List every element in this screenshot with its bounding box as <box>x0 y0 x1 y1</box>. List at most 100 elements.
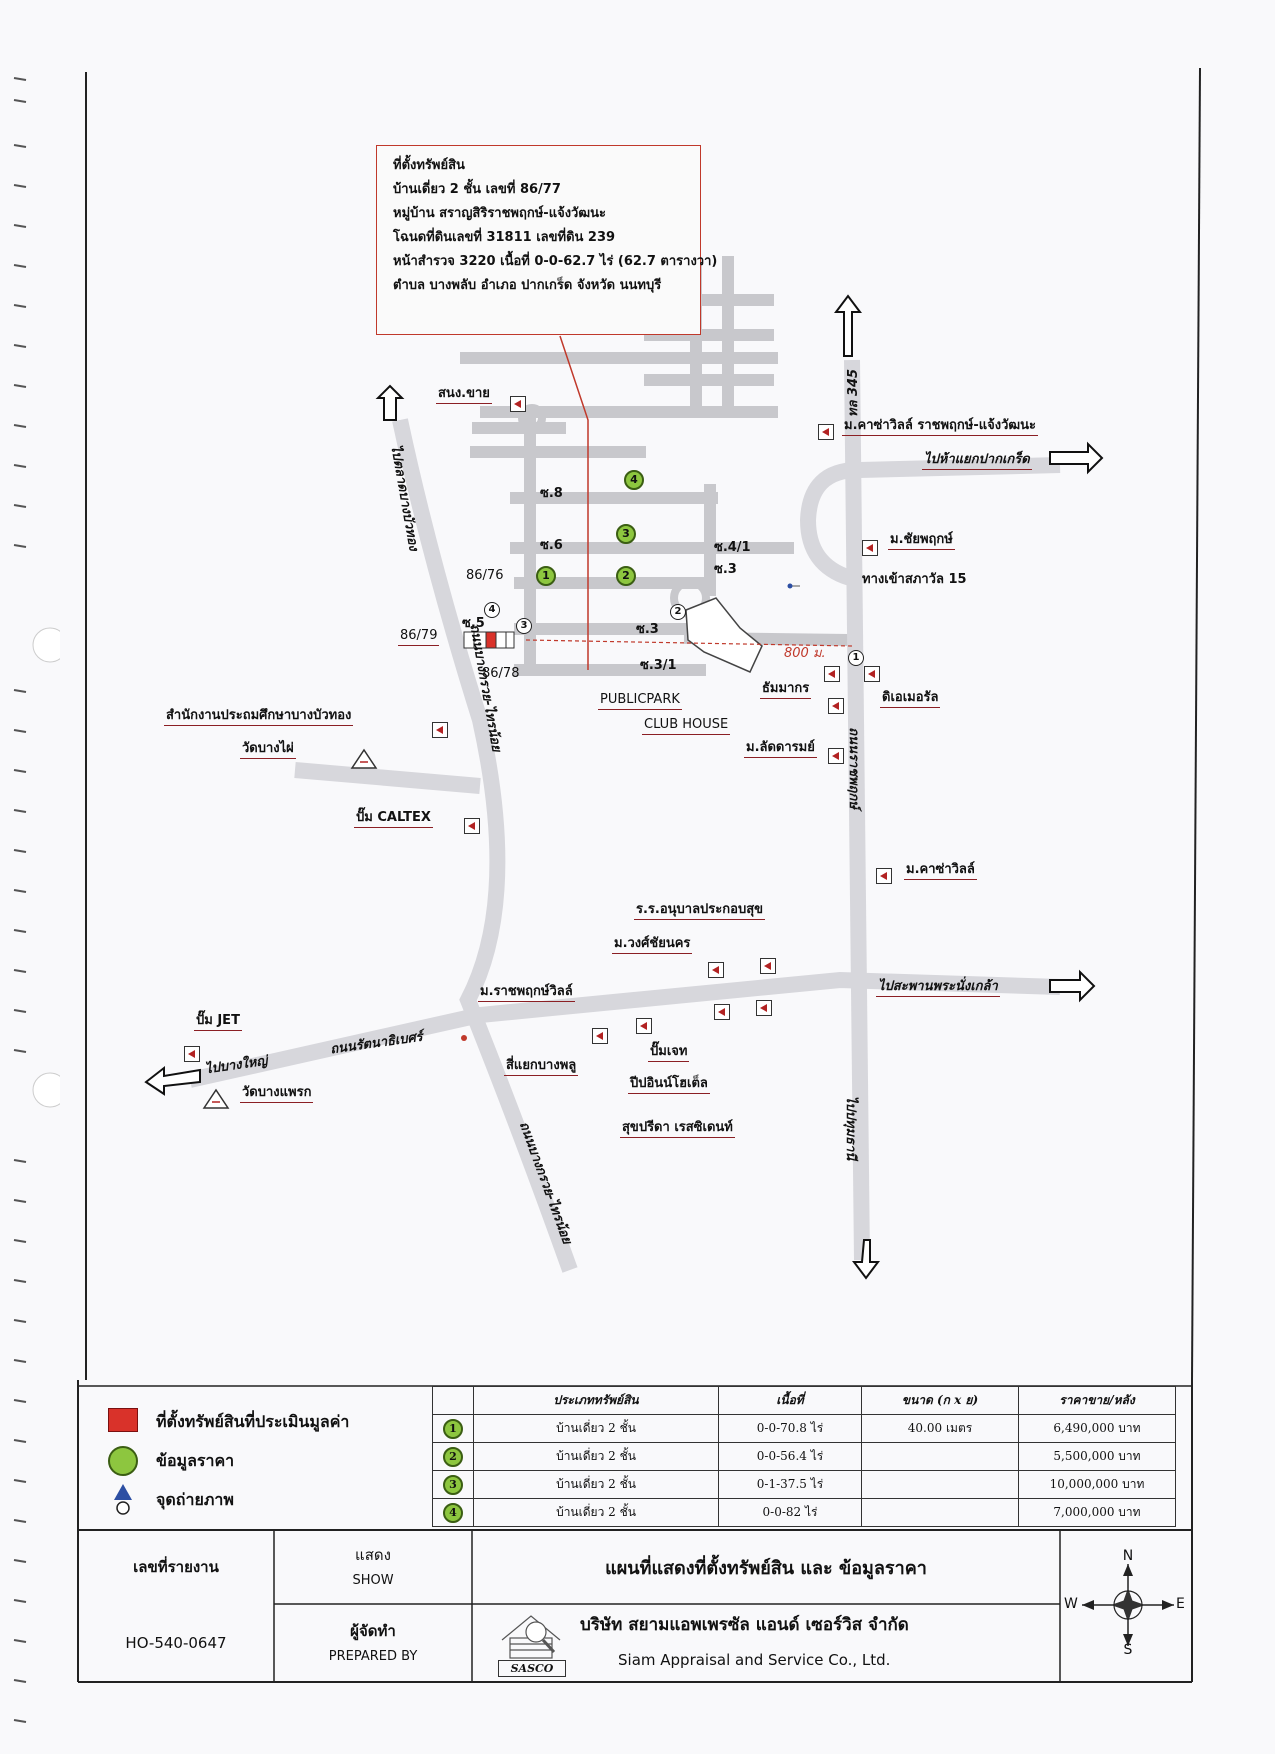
table-header: ประเภททรัพย์สิน <box>473 1386 719 1415</box>
photo-point: 1 <box>848 650 864 666</box>
table-header <box>432 1386 474 1415</box>
club-house-area <box>685 597 763 673</box>
info-deed: โฉนดที่ดินเลขที่ 31811 เลขที่ดิน 239 <box>393 230 616 245</box>
prepared-cell: ผู้จัดทำ PREPARED BY <box>274 1604 472 1682</box>
comparable-badge: 4 <box>443 1502 463 1523</box>
road-label-345: ทล 345 <box>846 368 862 418</box>
soi-label: ซ.3/1 <box>640 658 677 673</box>
legend-photo-label: จุดถ่ายภาพ <box>156 1490 234 1509</box>
compass-west: W <box>1064 1596 1078 1612</box>
table-cell-size <box>861 1498 1019 1527</box>
landmark-marker <box>876 868 892 884</box>
compass-east: E <box>1176 1596 1185 1612</box>
road-label-to-pathum-thani: ไปปทุมธานี <box>843 1095 859 1161</box>
table-cell-size <box>861 1442 1019 1471</box>
landmark-wongchainakorn: ม.วงศ์ชัยนคร <box>612 936 693 954</box>
landmark-chaiyaphruek: ม.ชัยพฤกษ์ <box>888 532 955 550</box>
table-row: 1 บ้านเดี่ยว 2 ชั้น 0-0-70.8 ไร่ 40.00 เ… <box>432 1414 1176 1443</box>
soi-label: ซ.5 <box>462 616 485 631</box>
table-row: 3 บ้านเดี่ยว 2 ชั้น 0-1-37.5 ไร่ 10,000,… <box>432 1470 1176 1499</box>
landmark-laddarom: ม.ลัดดารมย์ <box>744 740 817 758</box>
table-cell-price: 7,000,000 บาท <box>1018 1498 1176 1527</box>
logo-text: SASCO <box>498 1660 566 1677</box>
road-label-ratchaphruek: ถนนราชพฤกษ์ <box>845 727 861 809</box>
price-table: ประเภททรัพย์สิน เนื้อที่ ขนาด (ก x ย) รา… <box>432 1386 1176 1527</box>
soi-label: ซ.8 <box>540 486 563 501</box>
landmark-ratchaphruek-ville: ม.ราชพฤกษ์วิลล์ <box>478 984 575 1002</box>
temple-icon <box>202 1088 230 1109</box>
landmark-bang-phlu-junction: สี่แยกบางพลู <box>504 1058 579 1076</box>
landmark-primary-edu-office: สำนักงานประถมศึกษาบางบัวทอง <box>164 708 354 726</box>
plot-label: 86/76 <box>466 568 504 583</box>
landmark-public-park: PUBLICPARK <box>598 692 682 710</box>
landmark-sukpreeda-residence: สุขปรีดา เรสซิเดนท์ <box>620 1120 735 1138</box>
table-cell-price: 10,000,000 บาท <box>1018 1470 1176 1499</box>
table-row: 2 บ้านเดี่ยว 2 ชั้น 0-0-56.4 ไร่ 5,500,0… <box>432 1442 1176 1471</box>
legend-comparable-swatch <box>108 1446 138 1476</box>
binder-margin <box>13 77 60 1723</box>
photo-point: 2 <box>670 604 686 620</box>
landmark-marker <box>708 962 724 978</box>
table-cell-area: 0-1-37.5 ไร่ <box>718 1470 862 1499</box>
soi-label: ซ.6 <box>540 538 563 553</box>
table-cell-area: 0-0-70.8 ไร่ <box>718 1414 862 1443</box>
landmark-marker <box>184 1046 200 1062</box>
comparable-marker: 4 <box>624 470 644 490</box>
table-cell-type: บ้านเดี่ยว 2 ชั้น <box>473 1414 719 1443</box>
landmark-marker <box>636 1018 652 1034</box>
road-label-to-phra-nang-klao: ไปสะพานพระนั่งเกล้า <box>876 979 1000 997</box>
report-no: HO-540-0647 <box>125 1634 227 1652</box>
report-no-label: เลขที่รายงาน <box>133 1558 219 1576</box>
direction-arrows <box>144 294 1104 1280</box>
landmark-marker <box>824 666 840 682</box>
landmark-marker <box>760 958 776 974</box>
company-name-en: Siam Appraisal and Service Co., Ltd. <box>618 1651 891 1669</box>
prepared-th: ผู้จัดทำ <box>350 1622 396 1640</box>
info-village: หมู่บ้าน สราญสิริราชพฤกษ์-แจ้งวัฒนะ <box>393 206 606 221</box>
map-title: แผนที่แสดงที่ตั้งทรัพย์สิน และ ข้อมูลราค… <box>605 1557 927 1579</box>
table-cell-size: 40.00 เมตร <box>861 1414 1019 1443</box>
legend-subject-label: ที่ตั้งทรัพย์สินที่ประเมินมูลค่า <box>156 1412 350 1431</box>
landmark-pip-inn-hotel: ปีปอินน์โฮเต็ล <box>628 1076 710 1094</box>
landmark-jet-pump: ปั๊ม JET <box>194 1013 242 1031</box>
landmark-anuban-school: ร.ร.อนุบาลประกอบสุข <box>634 902 766 920</box>
table-cell-size <box>861 1470 1019 1499</box>
landmark-marker <box>864 666 880 682</box>
show-cell: แสดง SHOW <box>274 1530 472 1604</box>
compass-north: N <box>1122 1548 1134 1564</box>
temple-icon <box>350 748 378 769</box>
comparable-marker: 1 <box>536 566 556 586</box>
subject-info-box: ที่ตั้งทรัพย์สิน บ้านเดี่ยว 2 ชั้น เลขที… <box>376 145 717 335</box>
landmark-marker <box>592 1028 608 1044</box>
landmark-wat-bang-phai: วัดบางไผ่ <box>240 741 296 759</box>
comparable-badge: 2 <box>443 1446 463 1467</box>
landmark-caltex: ปั๊ม CALTEX <box>354 810 433 828</box>
road-label-to-pakkret: ไปห้าแยกปากเกร็ด <box>922 452 1032 470</box>
distance-label: 800 ม. <box>784 646 826 661</box>
legend-photo-icon <box>114 1484 132 1515</box>
landmark-jet-pump-2: ปั๊มเจท <box>648 1044 690 1062</box>
plot-label: 86/79 <box>398 628 440 646</box>
table-cell-type: บ้านเดี่ยว 2 ชั้น <box>473 1442 719 1471</box>
legend-subject-swatch <box>108 1408 138 1432</box>
comparable-marker: 2 <box>616 566 636 586</box>
show-en: SHOW <box>352 1573 394 1588</box>
photo-point: 4 <box>484 602 500 618</box>
comparable-marker: 3 <box>616 524 636 544</box>
landmark-thammakorn: ธัมมากร <box>760 681 812 699</box>
map-title-cell: แผนที่แสดงที่ตั้งทรัพย์สิน และ ข้อมูลราค… <box>472 1530 1060 1604</box>
landmark-marker <box>464 818 480 834</box>
landmark-club-house: CLUB HOUSE <box>642 717 731 735</box>
landmark-entrance-15: ทางเข้าสภาวัล 15 <box>862 572 967 587</box>
photo-point: 3 <box>516 618 532 634</box>
compass-rose-icon <box>1082 1564 1174 1646</box>
landmark-sales-office: สนง.ขาย <box>436 386 492 404</box>
landmark-marker <box>510 396 526 412</box>
table-header: ราคาขาย/หลัง <box>1018 1386 1176 1415</box>
table-cell-price: 5,500,000 บาท <box>1018 1442 1176 1471</box>
house-logo-icon <box>501 1615 561 1659</box>
landmark-marker <box>818 424 834 440</box>
show-th: แสดง <box>355 1546 391 1564</box>
landmark-marker <box>862 540 878 556</box>
